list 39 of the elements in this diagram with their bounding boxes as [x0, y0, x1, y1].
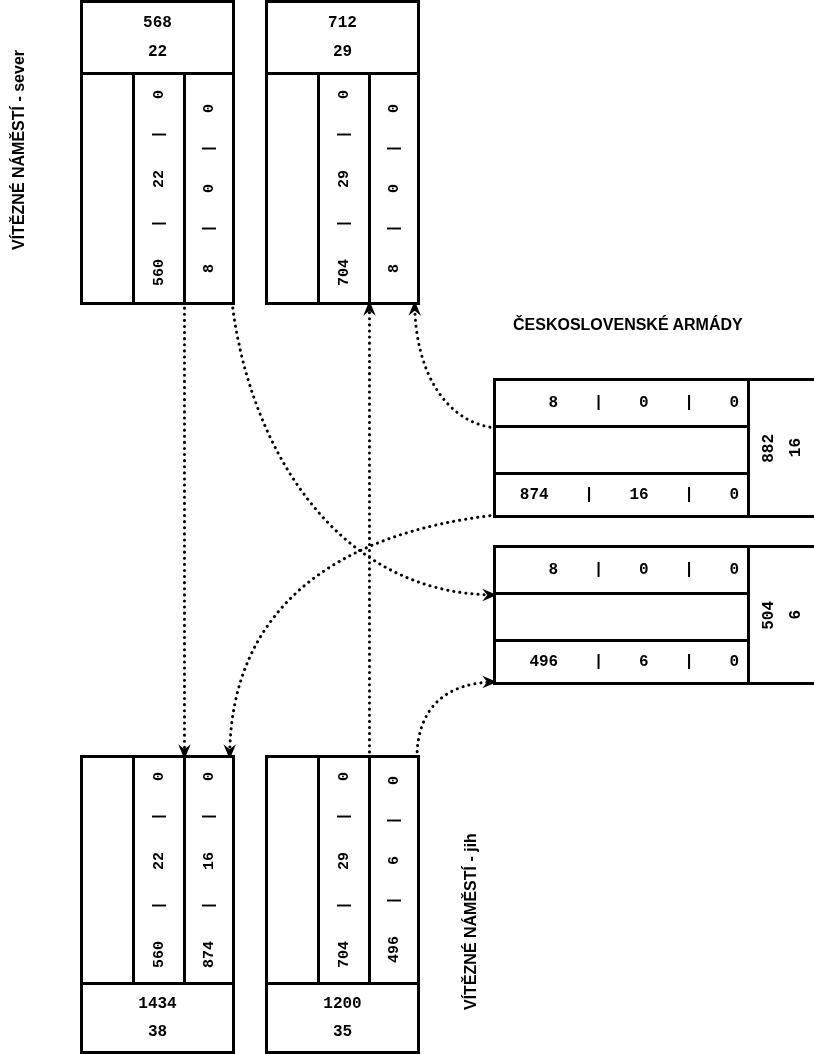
count-value: 22: [147, 43, 168, 61]
street-label: VÍTĚZNÉ NÁMĚSTÍ - jih: [462, 832, 480, 1013]
count-value: 568: [143, 14, 172, 32]
count-table: [265, 0, 420, 305]
lane-cell: [135, 758, 186, 985]
empty-lane-cell: [83, 758, 135, 985]
count-value: 712: [328, 14, 357, 32]
count-value: 882: [759, 433, 778, 463]
count-value: 35: [332, 1023, 353, 1041]
count-value: 560 | 22 | 0: [150, 772, 168, 968]
lane-cell: 8 | 0 | 0: [496, 381, 750, 428]
empty-lane-cell: [268, 758, 320, 985]
count-table: [493, 545, 814, 685]
empty-lane-row: [496, 595, 750, 642]
count-value: 6: [787, 610, 806, 620]
count-value: 38: [147, 1023, 168, 1041]
count-value: 1434: [138, 995, 177, 1013]
count-table: [80, 755, 235, 1054]
count-table: [80, 0, 235, 305]
street-label: ČESKOSLOVENSKÉ ARMÁDY: [513, 316, 743, 334]
count-value: 496 | 6 | 0: [385, 776, 403, 964]
count-table: [265, 755, 420, 1054]
count-value: 704 | 29 | 0: [335, 90, 353, 287]
count-value: 560 | 22 | 0: [150, 90, 168, 287]
count-value: 8 | 0 | 0: [385, 104, 403, 273]
street-label: VÍTĚZNÉ NÁMĚSTÍ - sever: [10, 49, 28, 253]
count-value: 16: [787, 438, 806, 458]
lane-cell: 8 | 0 | 0: [496, 548, 750, 595]
count-value: 1200: [323, 995, 362, 1013]
count-value: 704 | 29 | 0: [335, 772, 353, 968]
count-table: [493, 378, 814, 518]
lane-cell: [320, 758, 371, 985]
count-value: 874 | 16 | 0: [200, 772, 218, 968]
count-value: 8 | 0 | 0: [200, 104, 218, 273]
count-value: 504: [759, 600, 778, 630]
lane-cell: 874 | 16 | 0: [496, 475, 750, 515]
count-value: 29: [332, 43, 353, 61]
empty-lane-row: [496, 428, 750, 475]
lane-cell: 496 | 6 | 0: [496, 642, 750, 682]
